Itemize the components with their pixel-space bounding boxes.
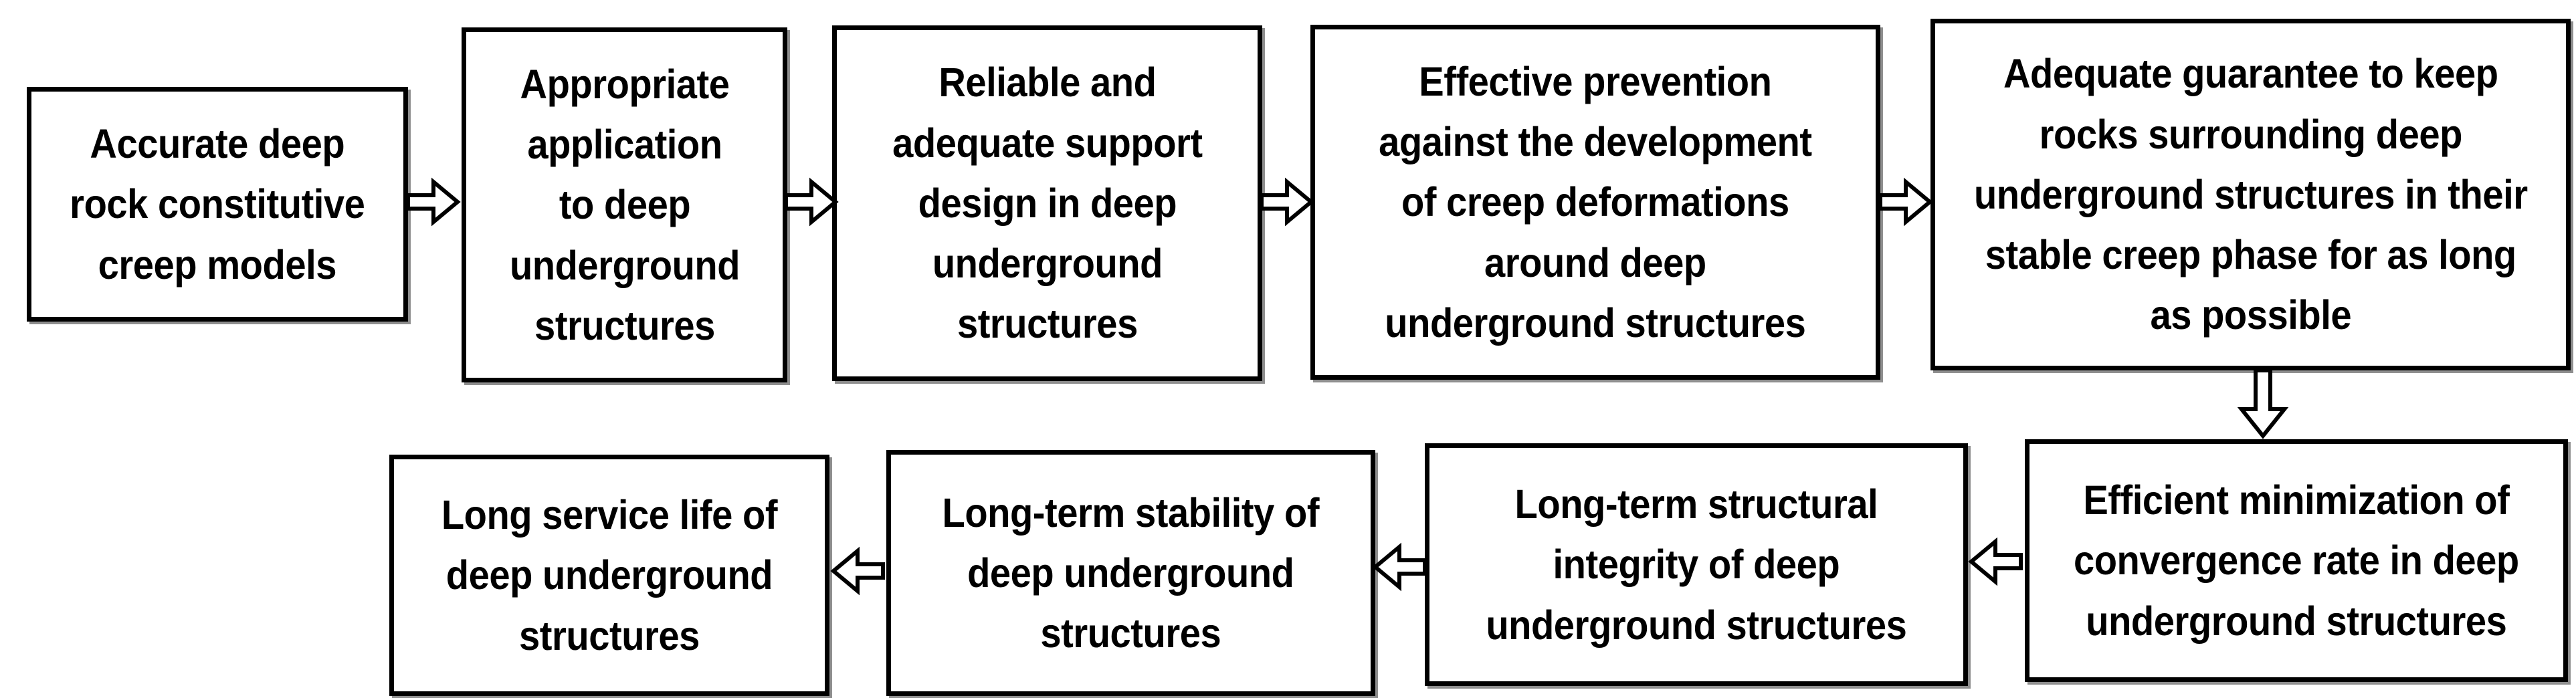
arrow-down-icon (2237, 368, 2289, 439)
arrow-left-icon (1372, 542, 1427, 592)
flow-box-label: Accurate deep rock constitutive creep mo… (70, 121, 365, 287)
flow-box-support-design: Reliable and adequate support design in … (832, 25, 1262, 381)
flow-box-long-service-life: Long service life of deep underground st… (389, 455, 829, 696)
flow-box-label: Long-term structural integrity of deep u… (1486, 481, 1907, 648)
flow-box-stable-creep-guarantee: Adequate guarantee to keep rocks surroun… (1930, 19, 2571, 370)
arrow-left-icon (830, 546, 885, 596)
flow-box-label: Reliable and adequate support design in … (892, 60, 1203, 347)
arrow-right-icon (406, 177, 461, 227)
flow-box-long-term-stability: Long-term stability of deep underground … (886, 450, 1375, 696)
flow-box-creep-prevention: Effective prevention against the develop… (1310, 25, 1880, 380)
flow-box-structural-integrity: Long-term structural integrity of deep u… (1425, 443, 1968, 686)
arrow-left-icon (1968, 537, 2023, 586)
arrow-right-icon (1878, 177, 1933, 227)
arrow-right-icon (1260, 177, 1314, 227)
arrow-right-icon (784, 177, 839, 227)
flow-box-label: Long service life of deep underground st… (441, 492, 778, 659)
flow-box-accurate-creep-models: Accurate deep rock constitutive creep mo… (27, 87, 408, 322)
flow-box-convergence-minimization: Efficient minimization of convergence ra… (2025, 439, 2568, 682)
flow-box-label: Adequate guarantee to keep rocks surroun… (1973, 51, 2528, 338)
flow-box-label: Appropriate application to deep undergro… (509, 61, 740, 348)
flow-box-label: Long-term stability of deep underground … (942, 489, 1320, 657)
flow-box-appropriate-application: Appropriate application to deep undergro… (462, 27, 787, 382)
flow-box-label: Effective prevention against the develop… (1379, 58, 1812, 346)
flow-box-label: Efficient minimization of convergence ra… (2074, 477, 2519, 644)
